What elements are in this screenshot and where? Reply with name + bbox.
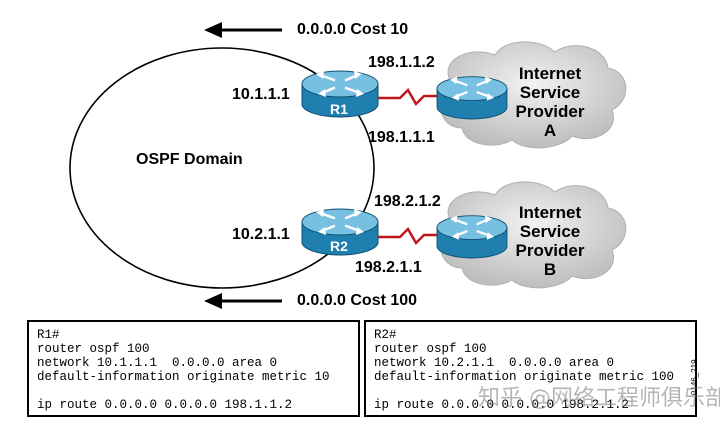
default-route-arrow-top bbox=[204, 22, 282, 38]
r2-config-line-6: ip route 0.0.0.0 0.0.0.0 198.2.1.2 bbox=[374, 398, 630, 412]
r1-internal-ip: 10.1.1.1 bbox=[232, 86, 290, 103]
isp-b-line-4: B bbox=[543, 260, 557, 279]
isp-b-label: Internet Service Provider B bbox=[490, 203, 610, 279]
r1-config-line-1: R1# bbox=[37, 328, 60, 342]
isp-b-line-1: Internet bbox=[518, 203, 582, 222]
isp-a-line-1: Internet bbox=[518, 64, 582, 83]
isp-a-cloud bbox=[439, 41, 627, 149]
isp-b-line-3: Provider bbox=[515, 241, 585, 260]
watermark: 知乎 @网络工程师俱乐部 bbox=[478, 386, 720, 411]
r1-config-line-3: network 10.1.1.1 0.0.0.0 area 0 bbox=[37, 356, 278, 370]
default-route-bottom-label: 0.0.0.0 Cost 100 bbox=[297, 292, 418, 309]
r1-config-line-2: router ospf 100 bbox=[37, 342, 150, 356]
isp-b-cloud bbox=[439, 181, 627, 289]
default-route-arrow-bottom bbox=[204, 293, 282, 309]
r2-config-line-3: network 10.2.1.1 0.0.0.0 area 0 bbox=[374, 356, 615, 370]
isp-a-line-2: Service bbox=[519, 83, 581, 102]
serial-link-r2-isp-b bbox=[378, 226, 440, 246]
r1-config-line-4: default-information originate metric 10 bbox=[37, 370, 330, 384]
isp-a-line-3: Provider bbox=[515, 102, 585, 121]
r2-isp-ip: 198.2.1.2 bbox=[374, 193, 441, 210]
r1-config-box: R1# router ospf 100 network 10.1.1.1 0.0… bbox=[27, 320, 360, 417]
r2-config-line-2: router ospf 100 bbox=[374, 342, 487, 356]
r1-external-ip: 198.1.1.1 bbox=[368, 129, 435, 146]
serial-link-r1-isp-a bbox=[378, 87, 440, 107]
r2-config-box: R2# router ospf 100 network 10.2.1.1 0.0… bbox=[364, 320, 697, 417]
r1-config-line-6: ip route 0.0.0.0 0.0.0.0 198.1.1.2 bbox=[37, 398, 293, 412]
ospf-domain-circle bbox=[69, 47, 375, 289]
default-route-top-label: 0.0.0.0 Cost 10 bbox=[297, 21, 409, 38]
isp-a-line-4: A bbox=[543, 121, 557, 140]
isp-a-label: Internet Service Provider A bbox=[490, 64, 610, 140]
r1-isp-ip: 198.1.1.2 bbox=[368, 54, 435, 71]
r2-config-line-4: default-information originate metric 100 bbox=[374, 370, 675, 384]
r1-name: R1 bbox=[330, 101, 348, 117]
ospf-domain-label: OSPF Domain bbox=[136, 151, 243, 168]
r2-external-ip: 198.2.1.1 bbox=[355, 259, 422, 276]
r2-internal-ip: 10.2.1.1 bbox=[232, 226, 290, 243]
r2-config-line-1: R2# bbox=[374, 328, 397, 342]
isp-b-line-2: Service bbox=[519, 222, 581, 241]
r2-name: R2 bbox=[330, 238, 348, 254]
